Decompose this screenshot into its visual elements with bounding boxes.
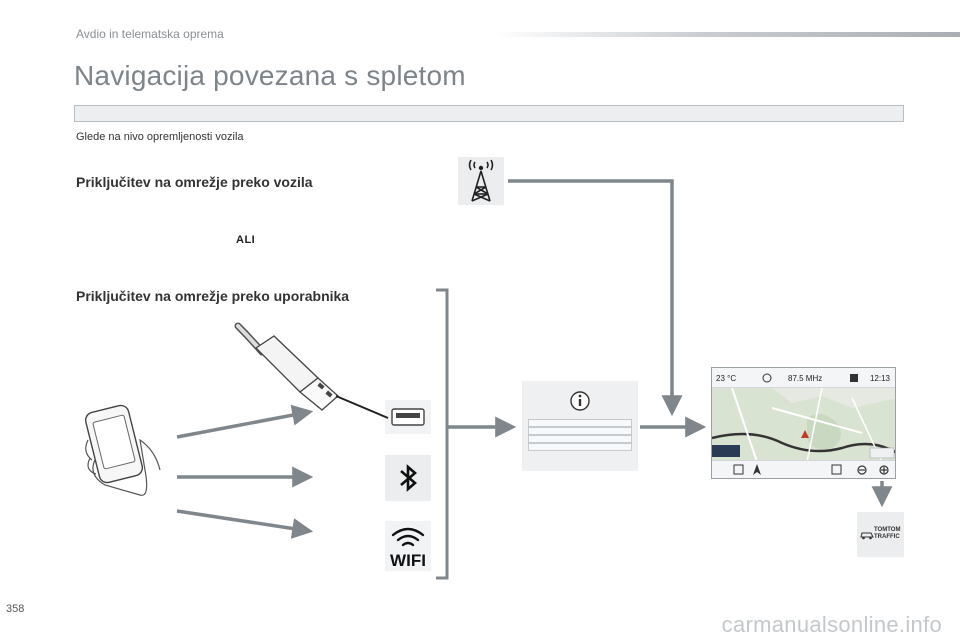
info-list — [528, 419, 632, 451]
wifi-icon: WIFI — [385, 521, 431, 571]
page-title: Navigacija povezana s spletom — [74, 60, 466, 91]
tomtom-traffic-label: TOMTOM TRAFFIC — [874, 527, 901, 540]
info-line — [528, 435, 632, 443]
navigation-screen: 23 °C 87.5 MHz 12:13 — [711, 367, 896, 479]
info-icon — [570, 391, 590, 411]
section-header: Avdio in telematska oprema — [76, 27, 224, 41]
vehicle-connection-heading: Priključitev na omrežje preko vozila — [76, 174, 313, 190]
car-icon — [860, 532, 874, 540]
radio-frequency: 87.5 MHz — [788, 374, 823, 383]
clock: 12:13 — [869, 374, 890, 383]
watermark: carmanualsonline.info — [721, 612, 942, 637]
tomtom-traffic-icon: TOMTOM TRAFFIC — [857, 512, 904, 557]
temperature-readout: 23 °C — [716, 374, 737, 383]
arrow-to-usb — [176, 404, 314, 439]
user-connection-heading: Priključitev na omrežje preko uporabnika — [76, 288, 350, 304]
header-rule — [492, 32, 960, 37]
page-number: 358 — [6, 603, 25, 615]
or-label: ALI — [236, 234, 256, 246]
bluetooth-icon — [385, 455, 431, 501]
voice-icon — [762, 373, 772, 383]
info-panel — [522, 381, 638, 471]
wifi-label: WIFI — [390, 551, 426, 570]
info-line — [528, 427, 632, 435]
arrow-to-wifi — [176, 509, 314, 539]
map-toolbar-icons — [733, 464, 889, 475]
antenna-tower-icon — [458, 157, 504, 205]
usb-cable-icon — [234, 322, 389, 419]
arrow-from-tower — [508, 179, 683, 417]
title-bar — [74, 105, 904, 122]
map-view — [712, 387, 895, 463]
usb-port-icon — [385, 400, 431, 434]
map-toolbar — [712, 460, 895, 478]
smartphone-icon — [84, 404, 161, 496]
connection-bracket — [436, 288, 449, 580]
message-icon — [850, 374, 858, 382]
info-line — [528, 443, 632, 451]
status-bar: 23 °C 87.5 MHz 12:13 — [712, 368, 895, 388]
info-line — [528, 419, 632, 427]
equipment-note: Glede na nivo opremljenosti vozila — [76, 131, 244, 143]
